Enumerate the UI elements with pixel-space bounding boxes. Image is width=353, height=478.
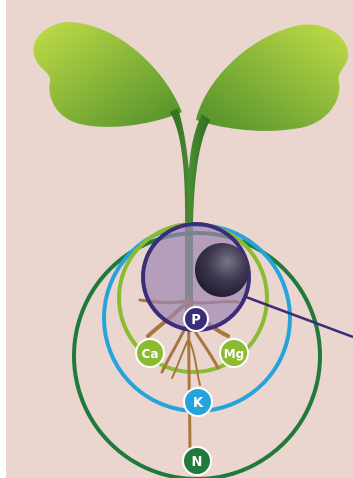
badge-ca-label: Ca <box>142 347 159 361</box>
badge-ca: Ca <box>136 339 164 367</box>
badge-n-label: N <box>192 455 203 470</box>
badge-n: N <box>183 447 211 475</box>
badge-k-label: K <box>193 396 204 411</box>
badge-mg: Mg <box>220 339 248 367</box>
badge-p: P <box>184 307 208 331</box>
badge-mg-label: Mg <box>224 347 245 361</box>
badge-k: K <box>184 388 212 416</box>
badge-p-label: P <box>191 313 201 328</box>
seed <box>195 243 249 297</box>
